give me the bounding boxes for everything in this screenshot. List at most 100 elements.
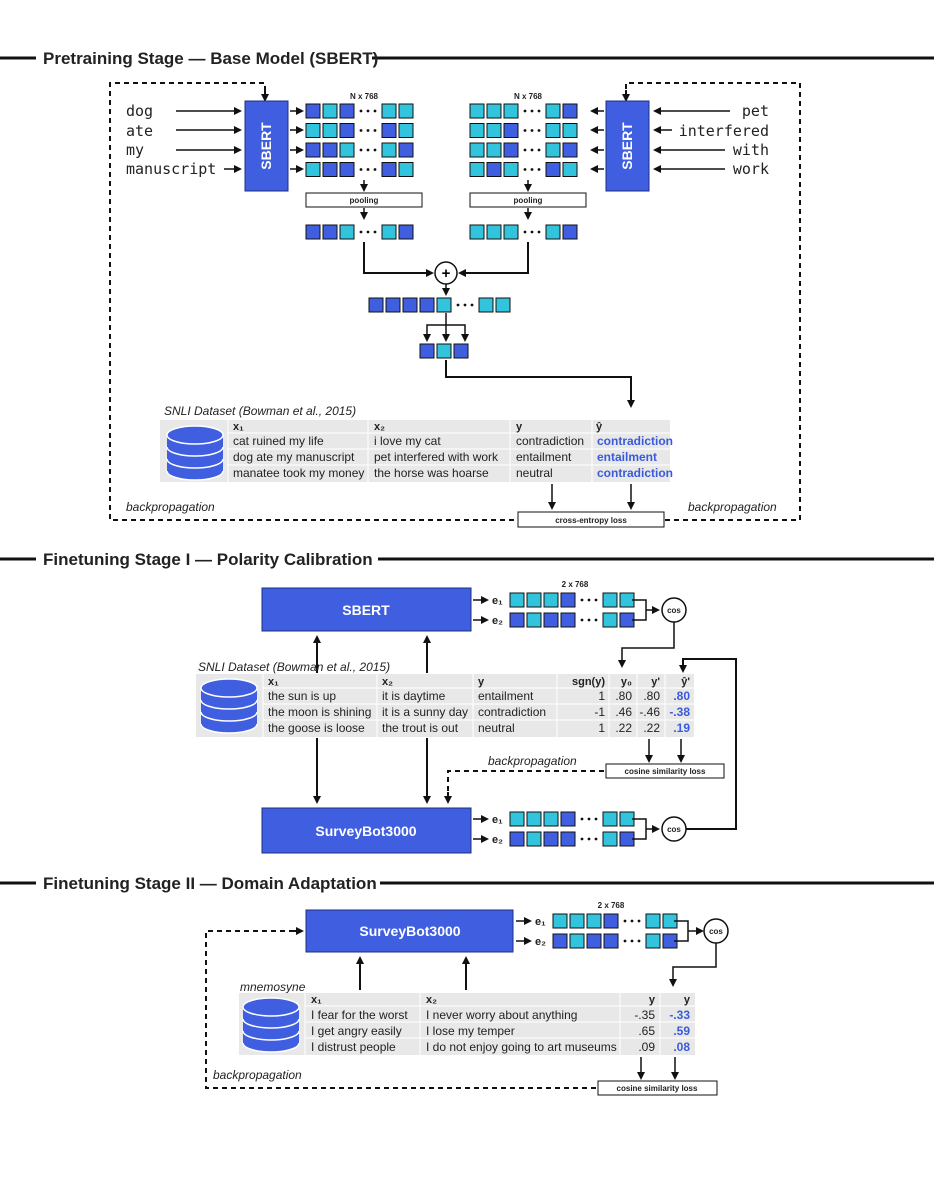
right-token-embedding-2-ellipsis-dot [537,129,541,132]
left-concat-line [363,242,434,277]
right-pooled-embedding-ellipsis-dot [537,230,541,234]
right-pooled-embedding-cell [503,224,519,240]
left-token-embedding-1-cell [381,103,397,119]
fan-right-arrow [446,324,469,342]
concatenated-embedding-cell [402,297,418,313]
left-pooled-embedding-ellipsis-dot [366,230,370,234]
stage2-dataset-label: SNLI Dataset (Bowman et al., 2015) [198,660,390,674]
s2-header-y: y [478,676,485,688]
s3-r2-yhat: .59 [673,1024,690,1038]
right-token-embedding-4-cell [503,162,519,177]
s1-header-y: y [516,421,523,433]
left-pooling-box [305,192,423,208]
s2-header-yhatprime: ŷ' [681,676,690,688]
stage3-surveybot-box [305,909,514,953]
right-token-embedding-1-cell [469,103,485,119]
left-token-1: dog [126,102,153,120]
s2-top-e1-embedding-ellipsis-dot [594,598,598,602]
s2-r1-yhatprime: .80 [673,689,690,703]
s2-bot-e1-embedding-ellipsis-dot [580,817,584,821]
right-token-embedding-2-cell [469,123,485,138]
left-token-embedding-1-ellipsis-dot [373,109,377,113]
right-token-embedding-1-cell [545,103,561,119]
right-token-embedding-1-ellipsis-dot [530,109,534,113]
stage2-dim-label: 2 x 768 [562,580,589,589]
s2-bot-e1-embedding-cell [602,811,618,827]
stage3-database-icon [242,997,300,1053]
s1-r3-x2: the horse was hoarse [374,466,489,480]
stage1-loss-box [517,511,665,528]
right-pooled-embedding-cell [469,224,485,240]
right-token-3: with [733,141,769,159]
concatenated-embedding-cell [385,297,401,313]
s2-top-e1-embedding-cell [560,592,576,608]
stage3-dim-label: 2 x 768 [598,901,625,910]
s2-top-cos-label: cos [667,606,681,615]
stage2-sbert-box [261,587,472,632]
s1-header-x2: x₂ [374,421,385,433]
s3-e1-label: e₁ [535,916,546,928]
s1-r3-x1: manatee took my money [233,466,364,480]
s2-bot-e1-embedding-cell [509,811,525,827]
left-token-embedding-1-ellipsis-dot [366,109,370,113]
right-token-embedding-4-cell [545,162,561,177]
s2-top-e2-embedding-ellipsis-dot [594,618,598,622]
left-pooled-embedding-ellipsis-dot [359,230,363,234]
right-pooled-embedding-cell [562,224,578,240]
s2-r3-y0: .22 [615,721,632,735]
s2-bot-e2-label: e₂ [492,834,503,846]
right-token-4: work [733,160,769,178]
s1-r2-yhat: entailment [597,450,657,464]
right-token-embedding-2-cell [503,123,519,138]
s3-e1-embedding-ellipsis-dot [623,919,627,923]
classifier-output-cell [453,343,469,359]
s2-bot-e1-embedding-ellipsis-dot [587,817,591,821]
s2-bot-e2-embedding-cell [509,831,525,847]
stage2-surveybot-box [261,807,472,854]
left-token-embedding-2-ellipsis-dot [359,129,363,132]
s3-e2-embedding-cell [603,933,619,949]
right-pooled-embedding-cell [545,224,561,240]
stage3-title: Finetuning Stage II — Domain Adaptation [43,874,377,893]
s2-r3-sgn: 1 [598,721,605,735]
s2-top-e1-embedding-cell [543,592,559,608]
left-token-embedding-1-cell [339,103,355,119]
classifier-output-cell [419,343,435,359]
stage1-title: Pretraining Stage — Base Model (SBERT) [43,49,378,68]
left-pooled-embedding-cell [339,224,355,240]
stage2-loss-label: cosine similarity loss [625,767,706,776]
stage1-loss-label: cross-entropy loss [555,516,627,525]
s2-r2-y0: .46 [615,705,632,719]
s2-bot-cos-out-arrow [679,658,737,830]
s3-e1-embedding-ellipsis-dot [630,919,634,923]
stage3-loss-box [597,1080,718,1096]
left-token-embedding-2-cell [398,123,414,138]
concatenated-embedding-cell [436,297,452,313]
s3-header-yhat: y [684,994,691,1006]
left-token-embedding-4-cell [339,162,355,177]
left-pooled-embedding-cell [381,224,397,240]
fan-left-arrow [423,324,446,342]
s3-e2-embedding-cell [586,933,602,949]
stage3-dataset-label: mnemosyne [240,980,306,994]
sbert-right-label: SBERT [619,122,635,170]
stage2-backprop-path [447,770,604,800]
s3-r2-x1: I get angry easily [311,1024,402,1038]
s1-r3-y: neutral [516,466,553,480]
s2-r2-yhatprime: -.38 [669,705,690,719]
right-token-1: pet [742,102,769,120]
s2-top-e1-embedding-ellipsis-dot [587,598,591,602]
s3-e2-embedding-cell [645,933,661,949]
left-token-embedding-1-cell [322,103,338,119]
left-token-embedding-3-ellipsis-dot [373,148,377,152]
s3-r1-x1: I fear for the worst [311,1008,408,1022]
stage2-sbert-label: SBERT [342,602,390,618]
s2-top-e1-label: e₁ [492,595,503,607]
left-pooled-embedding-cell [322,224,338,240]
right-token-embedding-3-cell [469,142,485,158]
s3-e2-embedding-cell [569,933,585,949]
s3-r3-y: .09 [638,1040,655,1054]
concatenated-embedding-ellipsis-dot [470,303,474,307]
stage1-backprop-path-left [109,82,518,521]
left-token-embedding-3-cell [381,142,397,158]
